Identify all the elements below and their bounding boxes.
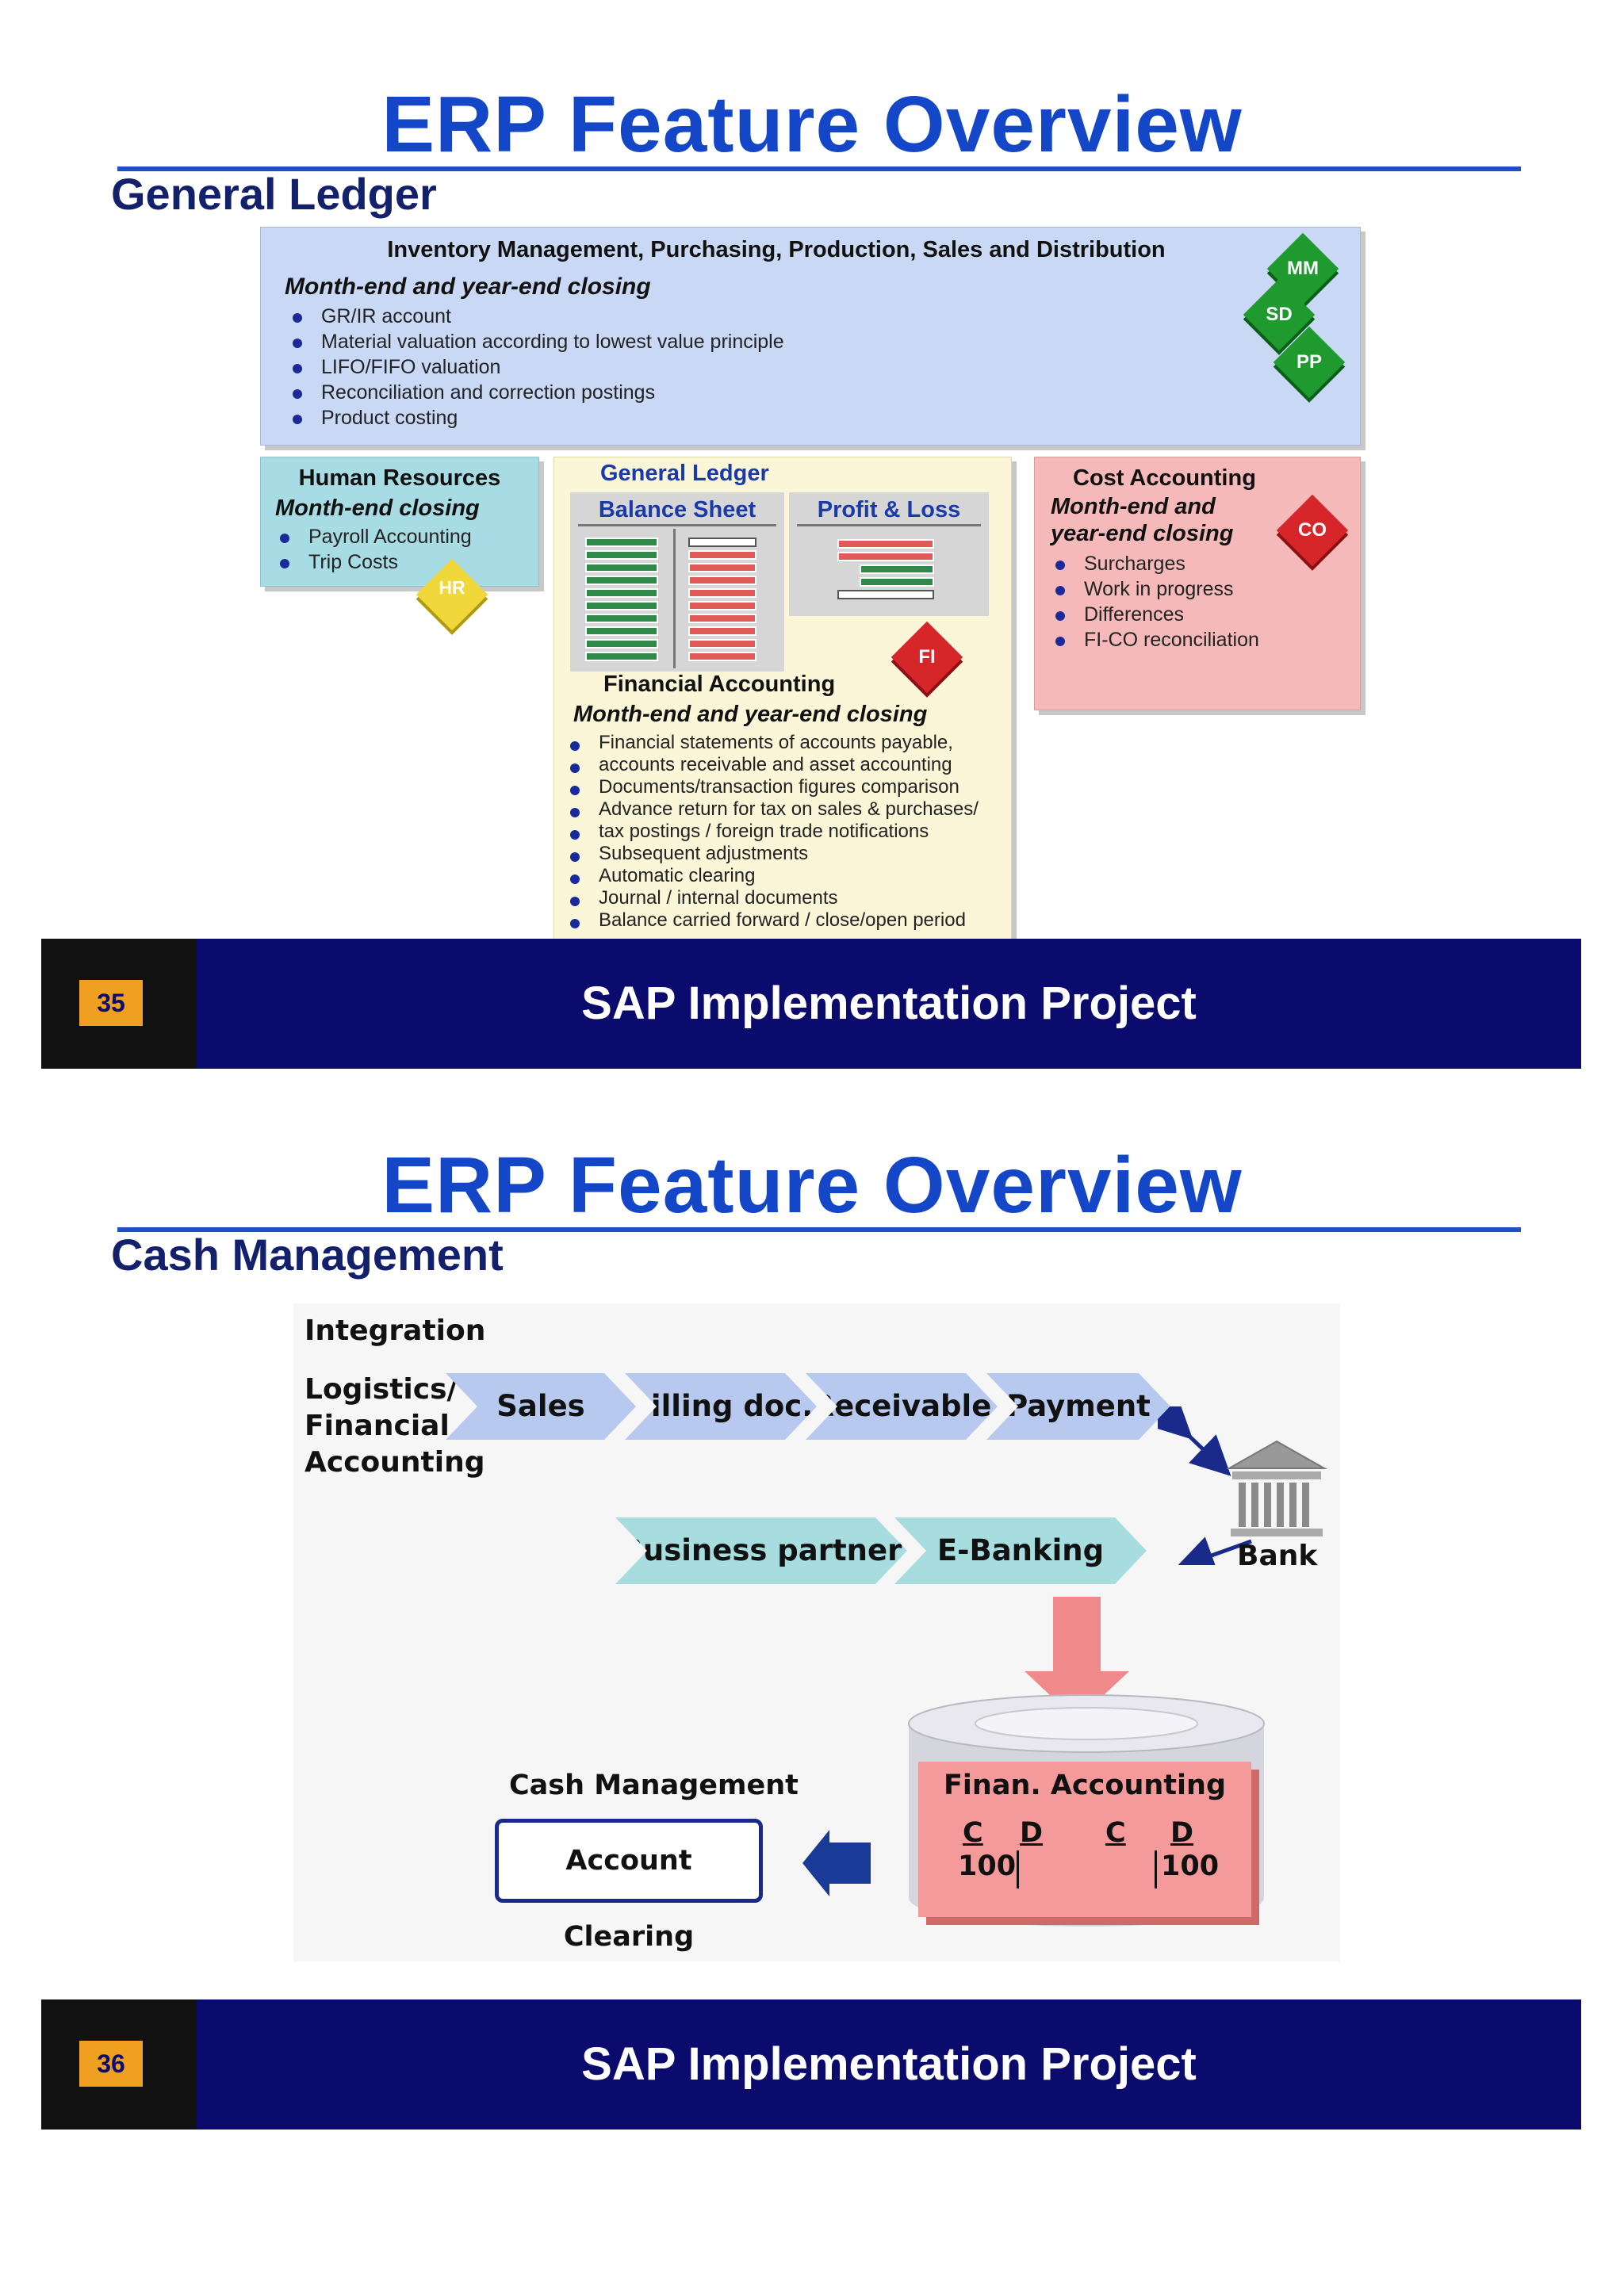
profit-loss-panel: Profit & Loss <box>789 492 989 616</box>
slide1-subtitle: General Ledger <box>111 169 437 219</box>
gl-header: General Ledger <box>600 461 769 486</box>
ledger-d2: D <box>1170 1817 1194 1849</box>
list-item-continuation: tax postings / foreign trade notificatio… <box>599 821 929 842</box>
hr-header: Human Resources <box>298 465 501 491</box>
list-item: Reconciliation and correction postings <box>285 380 784 405</box>
fa-list: Financial statements of accounts payable… <box>562 732 1006 932</box>
list-item: Documents/transaction figures comparison <box>562 776 1006 798</box>
list-item: GR/IR account <box>285 304 784 329</box>
list-item: Financial statements of accounts payable… <box>562 732 1006 754</box>
list-item: Work in progress <box>1048 576 1259 602</box>
list-item: Trip Costs <box>272 549 472 575</box>
balance-sheet-icon <box>585 538 756 661</box>
co-closing-line2: year-end closing <box>1051 521 1234 546</box>
ledger-value-2: 100 <box>1161 1850 1220 1882</box>
flow-business-partner: Business partner <box>615 1517 907 1584</box>
slide1-footer: 35 SAP Implementation Project <box>41 939 1581 1069</box>
slide1-title: ERP Feature Overview <box>381 80 1243 169</box>
list-item: Surcharges <box>1048 551 1259 576</box>
mm-badge-label: MM <box>1287 258 1319 279</box>
co-closing-line1: Month-end and <box>1051 494 1216 519</box>
slide2-subtitle: Cash Management <box>111 1230 504 1280</box>
flow-payment: Payment <box>986 1373 1170 1440</box>
inventory-box: Inventory Management, Purchasing, Produc… <box>260 227 1361 446</box>
hr-box: Human Resources Month-end closing Payrol… <box>260 457 539 587</box>
list-item: Journal / internal documents <box>562 887 1006 909</box>
profit-loss-label: Profit & Loss <box>817 497 961 522</box>
cash-diagram: Integration Logistics/ Financial Account… <box>293 1303 1340 1961</box>
profit-loss-icon <box>837 539 934 599</box>
fi-badge-label: FI <box>918 646 936 668</box>
inventory-closing: Month-end and year-end closing <box>285 274 651 300</box>
integration-label: Integration <box>304 1314 486 1347</box>
footer-text: SAP Implementation Project <box>581 2038 1197 2090</box>
logistics-line: Accounting <box>304 1446 485 1479</box>
footer-text: SAP Implementation Project <box>581 978 1197 1029</box>
list-item: Advance return for tax on sales & purcha… <box>562 798 1006 821</box>
balance-sheet-label: Balance Sheet <box>598 497 756 522</box>
logistics-line: Financial <box>304 1410 450 1442</box>
left-arrow-icon <box>802 1830 871 1896</box>
flow-receivable: Receivable <box>806 1373 998 1440</box>
finan-accounting-label: Finan. Accounting <box>944 1770 1226 1801</box>
logistics-label: Logistics/ Financial Accounting <box>304 1372 485 1481</box>
ledger-value-1: 100 <box>958 1850 1017 1882</box>
list-item: Material valuation according to lowest v… <box>285 329 784 354</box>
flow-e-banking: E-Banking <box>894 1517 1147 1584</box>
cash-management-label: Cash Management <box>509 1770 799 1801</box>
hr-badge-label: HR <box>439 577 465 598</box>
list-item-continuation: accounts receivable and asset accounting <box>599 754 952 775</box>
sd-badge-label: SD <box>1266 304 1293 325</box>
fa-header: Financial Accounting <box>603 672 836 697</box>
slide2-title: ERP Feature Overview <box>381 1141 1243 1230</box>
ledger-c1: C <box>963 1817 983 1849</box>
page-number: 35 <box>79 980 143 1026</box>
slide1-title-rule <box>117 166 1521 171</box>
account-clearing-box: Account Clearing <box>495 1819 763 1953</box>
slide2-title-rule <box>117 1227 1521 1232</box>
finan-accounting-box: Finan. Accounting C D C D 100 100 <box>918 1762 1251 1917</box>
cost-accounting-box: Cost Accounting Month-end and year-end c… <box>1034 457 1361 710</box>
co-list: Surcharges Work in progress Differences … <box>1048 551 1259 652</box>
list-item: Product costing <box>285 405 784 430</box>
list-item: Subsequent adjustments <box>562 843 1006 865</box>
hr-list: Payroll Accounting Trip Costs <box>272 524 472 575</box>
page-number: 36 <box>79 2041 143 2087</box>
list-item: LIFO/FIFO valuation <box>285 354 784 380</box>
general-ledger-box: General Ledger Balance Sheet Profit & Lo… <box>553 457 1012 942</box>
balance-sheet-panel: Balance Sheet <box>570 492 784 672</box>
list-item: FI-CO reconciliation <box>1048 627 1259 652</box>
bank-icon <box>1226 1440 1327 1536</box>
list-item: Balance carried forward / close/open per… <box>562 909 1006 932</box>
pp-badge-label: PP <box>1296 351 1322 373</box>
ledger-d1: D <box>1020 1817 1044 1849</box>
flow-billing-doc: Billing doc. <box>625 1373 817 1440</box>
bank-arrows-icon <box>1158 1406 1252 1565</box>
list-item: Payroll Accounting <box>272 524 472 549</box>
inventory-list: GR/IR account Material valuation accordi… <box>285 304 784 430</box>
slide2-footer: 36 SAP Implementation Project <box>41 1999 1581 2130</box>
ledger-c2: C <box>1105 1817 1126 1849</box>
logistics-line: Logistics/ <box>304 1373 458 1406</box>
hr-closing: Month-end closing <box>275 496 480 521</box>
list-item-continued: tax postings / foreign trade notificatio… <box>562 821 1006 843</box>
co-badge-label: CO <box>1298 519 1327 541</box>
list-item-continued: accounts receivable and asset accounting <box>562 754 1006 776</box>
inventory-header: Inventory Management, Purchasing, Produc… <box>387 237 1166 262</box>
fa-closing: Month-end and year-end closing <box>573 702 928 727</box>
bank-label: Bank <box>1237 1540 1318 1572</box>
list-item: Differences <box>1048 602 1259 627</box>
list-item: Automatic clearing <box>562 865 1006 887</box>
co-header: Cost Accounting <box>1073 465 1256 491</box>
